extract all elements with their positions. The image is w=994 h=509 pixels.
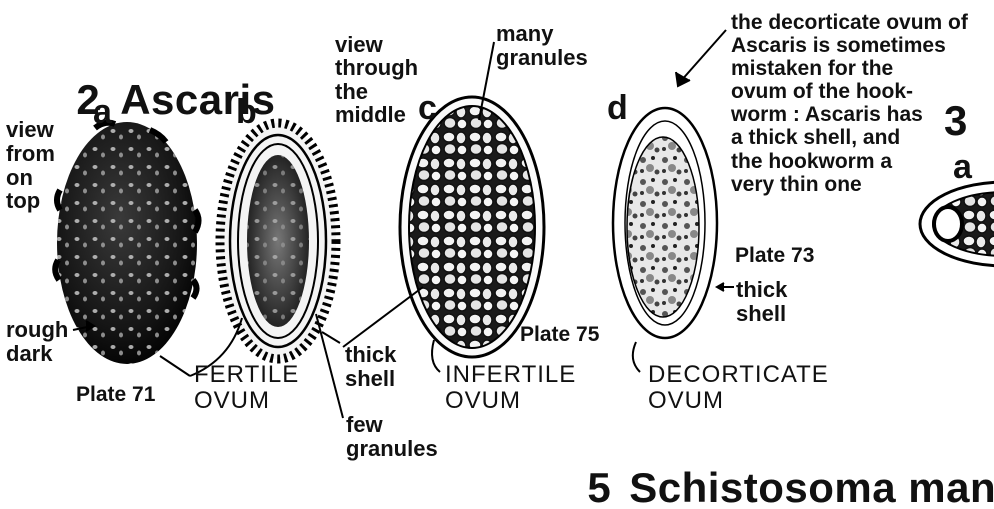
egg-d-caption: DECORTICATE OVUM bbox=[648, 362, 829, 414]
section3-letter: a bbox=[953, 150, 972, 184]
egg-b-letter: b bbox=[236, 95, 257, 129]
egg-a-drawing bbox=[55, 122, 198, 364]
egg-d-thick-shell: thick shell bbox=[736, 278, 787, 326]
egg-c-drawing bbox=[400, 97, 544, 357]
egg-c-letter: c bbox=[418, 91, 437, 125]
egg-a-plate: Plate 71 bbox=[76, 383, 155, 407]
egg-a-rough-label: rough dark bbox=[6, 318, 68, 366]
section5-heading: 5 Schistosoma manso bbox=[563, 425, 994, 509]
section5-title: Schistosoma manso bbox=[629, 464, 994, 509]
egg-c-many-granules: many granules bbox=[496, 22, 588, 70]
egg-d-note: the decorticate ovum of Ascaris is somet… bbox=[731, 11, 968, 196]
egg-a-letter: a bbox=[93, 95, 112, 129]
section3-number: 3 bbox=[944, 100, 968, 142]
egg-d-drawing bbox=[613, 108, 717, 338]
egg-c-caption: INFERTILE OVUM bbox=[445, 362, 576, 414]
egg-d-letter: d bbox=[607, 91, 628, 125]
egg-b-few-granules: few granules bbox=[346, 413, 438, 461]
egg-d-plate: Plate 73 bbox=[735, 244, 814, 268]
egg-b-caption: FERTILE OVUM bbox=[194, 362, 299, 414]
egg-c-plate: Plate 75 bbox=[520, 323, 599, 347]
egg-a-view-label: view from on top bbox=[6, 118, 55, 213]
section5-number: 5 bbox=[587, 464, 611, 509]
egg-b-view-label: view through the middle bbox=[335, 33, 418, 126]
egg-b-thick-shell: thick shell bbox=[345, 343, 396, 391]
